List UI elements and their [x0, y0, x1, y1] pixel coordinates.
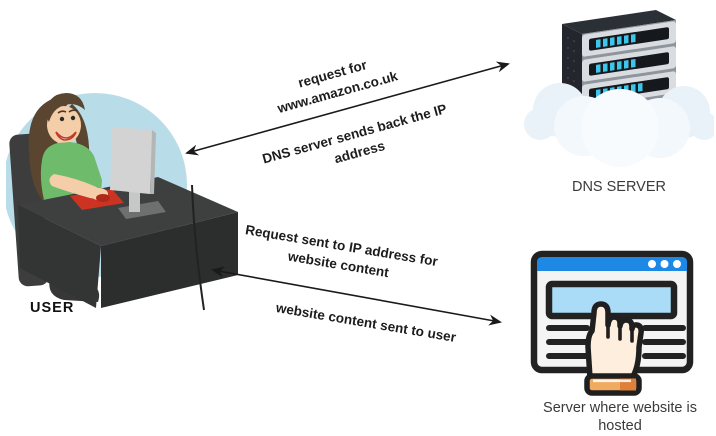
- user-at-computer-illustration: [6, 93, 238, 311]
- arrow-user-dns: [185, 61, 510, 156]
- wristband: [584, 373, 642, 396]
- browser-top-bar: [537, 257, 687, 271]
- cable: [191, 184, 205, 311]
- dns-server-label: DNS SERVER: [571, 179, 666, 195]
- arrow-user-webserver: [211, 266, 502, 326]
- server-rack-in-cloud-icon: [524, 10, 714, 167]
- text-lines: [546, 325, 686, 359]
- arm: [44, 161, 110, 202]
- browser-window-hand-cursor-icon: [530, 250, 694, 396]
- browser-dots: [648, 260, 681, 268]
- web-server-label: Server where website is hosted: [543, 400, 697, 434]
- desk: [18, 177, 238, 308]
- browser-window: [530, 250, 694, 374]
- monitor: [110, 127, 166, 219]
- user-label: USER: [30, 300, 75, 316]
- hand-cursor: [584, 301, 644, 396]
- cloud: [524, 83, 714, 167]
